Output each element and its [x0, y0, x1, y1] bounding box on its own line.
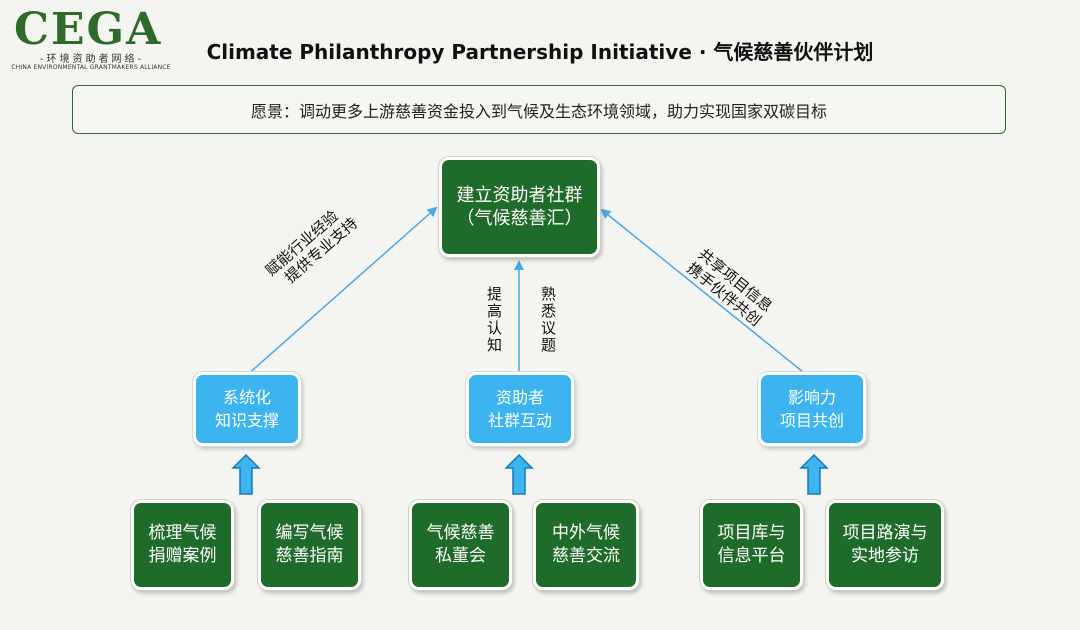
- center-node-label: 建立资助者社群 （气候慈善汇）: [456, 185, 583, 229]
- pillar-community-interaction: 资助者 社群互动: [466, 372, 574, 446]
- pillar-impact-cocreation: 影响力 项目共创: [758, 372, 866, 446]
- left-connector: [245, 206, 438, 377]
- action-label: 编写气候 慈善指南: [275, 523, 344, 566]
- block-arrow-right: [799, 453, 829, 495]
- action-box-international-exchange: 中外气候 慈善交流: [533, 500, 639, 590]
- logo-english-name: CHINA ENVIRONMENTAL GRANTMAKERS ALLIANCE: [11, 64, 171, 71]
- vision-text: 愿景：调动更多上游慈善资金投入到气候及生态环境领域，助力实现国家双碳目标: [250, 101, 827, 121]
- logo-chinese-name: -环境资助者网络-: [39, 54, 145, 65]
- action-label: 中外气候 慈善交流: [552, 523, 620, 566]
- action-label: 项目路演与 实地参访: [842, 523, 928, 566]
- page-title: Climate Philanthropy Partnership Initiat…: [206, 40, 874, 64]
- middle-left-edge-label: 提高认知: [485, 286, 503, 354]
- pillar-label: 系统化 知识支撑: [214, 388, 279, 430]
- center-node: 建立资助者社群 （气候慈善汇）: [439, 157, 600, 257]
- action-box-roadshow-visit: 项目路演与 实地参访: [826, 500, 944, 590]
- action-box-donation-cases: 梳理气候 捐赠案例: [131, 500, 234, 590]
- middle-right-edge-label: 熟悉议题: [539, 286, 557, 354]
- logo-wordmark: CEGA: [14, 4, 163, 55]
- block-arrow-left: [231, 453, 261, 495]
- pillar-knowledge-support: 系统化 知识支撑: [193, 372, 301, 446]
- action-box-philanthropy-guide: 编写气候 慈善指南: [258, 500, 361, 590]
- right-connector: [600, 208, 809, 377]
- action-label: 项目库与 信息平台: [717, 523, 786, 566]
- pillar-label: 资助者 社群互动: [487, 388, 552, 430]
- action-label: 气候慈善 私董会: [426, 523, 495, 566]
- block-arrow-middle: [504, 453, 534, 495]
- action-box-project-platform: 项目库与 信息平台: [700, 500, 803, 590]
- vision-banner: 愿景：调动更多上游慈善资金投入到气候及生态环境领域，助力实现国家双碳目标: [72, 85, 1006, 134]
- action-box-private-board: 气候慈善 私董会: [409, 500, 512, 590]
- action-label: 梳理气候 捐赠案例: [148, 523, 217, 566]
- pillar-label: 影响力 项目共创: [779, 388, 844, 430]
